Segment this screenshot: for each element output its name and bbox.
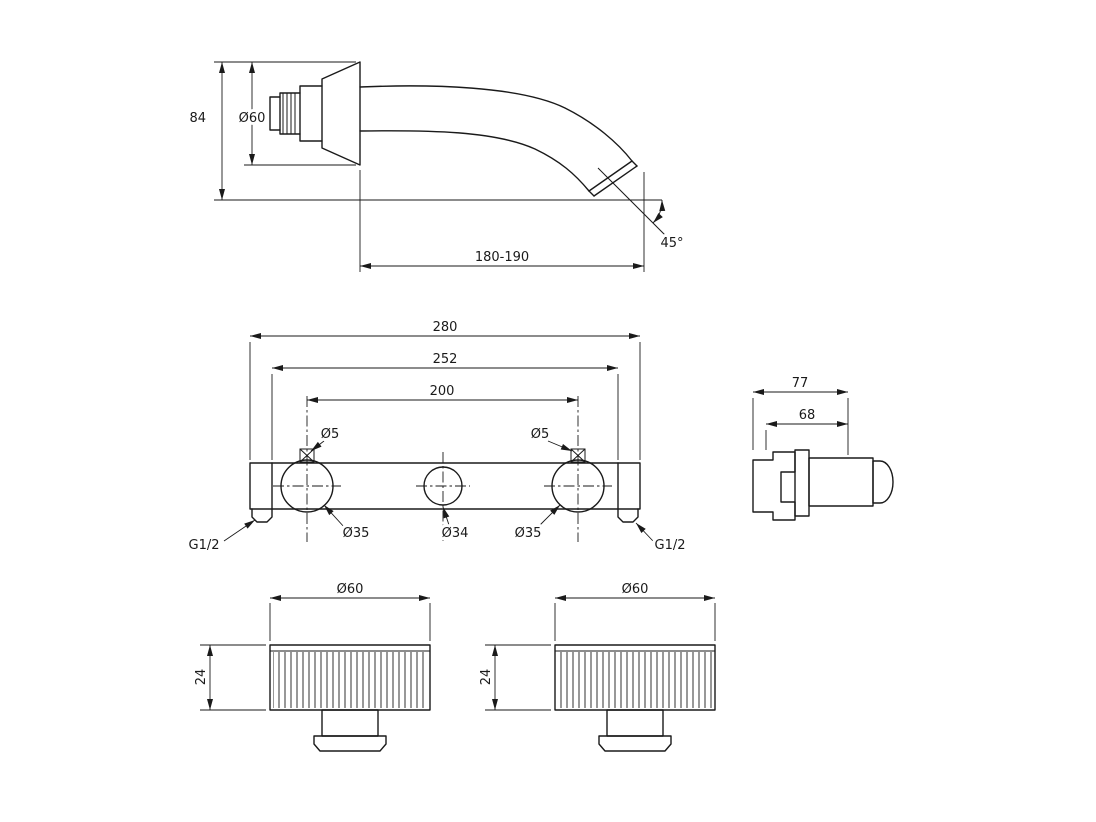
label-thread-right: G1/2: [655, 538, 686, 553]
label-valve-left: Ø35: [343, 526, 370, 541]
side-dimensions: 77 68: [752, 373, 849, 455]
front-dimensions: 280 252 200: [249, 317, 641, 460]
label-center-hole: Ø34: [442, 526, 469, 541]
handle-right-base: [598, 735, 672, 752]
dim-handle-left-height: 24: [194, 669, 209, 686]
dim-overall-width: 280: [433, 320, 458, 335]
right-thread-tab: [617, 508, 639, 523]
dim-depth-total: 77: [792, 376, 809, 391]
dim-spout-angle: 45°: [660, 236, 683, 251]
handle-right-outline: [554, 644, 716, 752]
handle-front-view-left: Ø60 24: [191, 579, 431, 752]
bracket-outline: [752, 449, 894, 521]
angle-arc: [652, 199, 666, 224]
wall-flange: [794, 449, 810, 517]
centerlines: [273, 396, 612, 542]
knurling: [273, 652, 427, 708]
dim-spout-reach: 180-190: [475, 250, 529, 265]
dim-inner-width: 252: [433, 352, 458, 367]
knurling: [558, 652, 712, 708]
valve-body-outline: [249, 396, 641, 542]
dim-spout-height: 84: [189, 111, 206, 126]
handle-left-neck: [321, 709, 379, 737]
angle-reference-line: [597, 167, 669, 239]
handle-front-view-right: Ø60 24: [476, 579, 716, 752]
spout-outline: [269, 61, 638, 197]
dim-handle-left-diameter: Ø60: [337, 582, 364, 597]
thread-hatching: [282, 93, 296, 134]
spout-dimensions: 84 Ø60 180-190 45°: [186, 61, 687, 272]
bracket-side-view: 77 68: [752, 373, 894, 521]
handle-right-neck: [606, 709, 664, 737]
label-screw-right: Ø5: [531, 427, 550, 442]
dim-handle-right-diameter: Ø60: [622, 582, 649, 597]
handle-right-dimensions: Ø60 24: [476, 579, 716, 711]
handle-left-outline: [269, 644, 431, 752]
front-leader-labels: Ø5 Ø5 Ø35 Ø34 Ø35 G1/2 G1/2: [186, 424, 689, 556]
dim-spout-flange-diameter: Ø60: [239, 111, 266, 126]
handle-left-dimensions: Ø60 24: [191, 579, 431, 711]
wall-clip: [752, 451, 796, 521]
rounded-end-cap: [872, 460, 894, 504]
dim-centers-distance: 200: [430, 384, 455, 399]
label-valve-right: Ø35: [515, 526, 542, 541]
label-thread-left: G1/2: [189, 538, 220, 553]
dim-handle-right-height: 24: [479, 669, 494, 686]
valve-body-front-view: 280 252 200: [186, 317, 689, 556]
label-screw-left: Ø5: [321, 427, 340, 442]
left-thread-tab: [251, 508, 273, 523]
dim-depth-body: 68: [799, 408, 816, 423]
spout-side-view: 84 Ø60 180-190 45°: [186, 61, 687, 272]
valve-cartridge-body: [808, 457, 874, 507]
handle-left-base: [313, 735, 387, 752]
